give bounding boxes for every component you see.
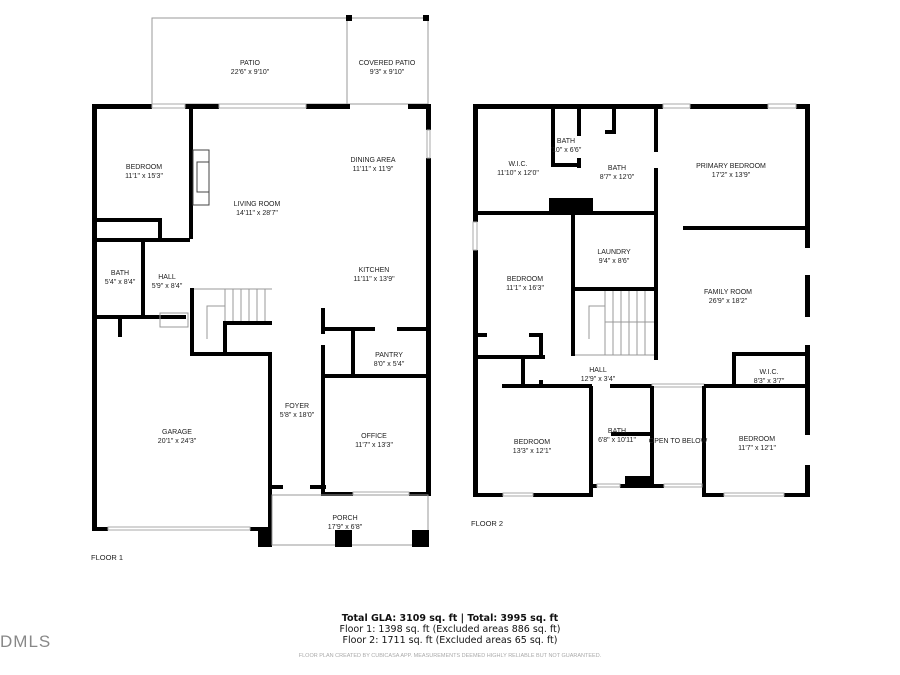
floor2-label: FLOOR 2: [471, 519, 504, 528]
room-bedroom-4: BEDROOM 11'7" x 12'1": [738, 435, 776, 453]
room-size: 11'1" x 15'3": [125, 173, 163, 180]
room-living-room: LIVING ROOM 14'11" x 28'7": [234, 200, 281, 218]
room-size: 5'4" x 8'4": [104, 279, 136, 286]
room-size: 11'11" x 13'9": [353, 276, 395, 283]
room-wic-2: W.I.C. 8'3" x 3'7": [754, 368, 785, 386]
room-open-to-below: OPEN TO BELOW: [649, 437, 707, 446]
room-size: 11'7" x 12'1": [738, 445, 776, 452]
room-foyer: FOYER 5'8" x 18'0": [280, 402, 315, 420]
room-porch: PORCH 17'9" x 6'8": [328, 514, 363, 532]
room-kitchen: KITCHEN 11'11" x 13'9": [353, 266, 394, 284]
room-size: 11'7" x 13'3": [355, 442, 393, 449]
room-name: W.I.C.: [508, 161, 528, 168]
room-hall: HALL 5'9" x 8'4": [152, 273, 183, 291]
room-family-room: FAMILY ROOM 26'9" x 18'2": [704, 288, 752, 306]
room-size: '10" x 6'6": [550, 147, 582, 154]
room-name: FOYER: [284, 403, 310, 410]
room-name: OFFICE: [361, 433, 387, 440]
room-name: FAMILY ROOM: [704, 289, 752, 296]
room-name: PRIMARY BEDROOM: [696, 163, 766, 170]
room-size: 26'9" x 18'2": [708, 298, 748, 305]
room-bedroom-3: BEDROOM 13'3" x 12'1": [513, 438, 551, 456]
room-laundry: LAUNDRY 9'4" x 8'6": [597, 248, 630, 266]
room-size: 17'2" x 13'9": [711, 172, 751, 179]
room-name: BEDROOM: [506, 276, 544, 283]
room-office: OFFICE 11'7" x 13'3": [355, 432, 393, 450]
room-name: PATIO: [240, 60, 260, 67]
room-size: 13'3" x 12'1": [512, 448, 552, 455]
room-name: LAUNDRY: [597, 249, 631, 256]
floor2-walls: [472, 103, 810, 497]
room-size: 14'11" x 28'7": [236, 210, 278, 217]
room-name: DINING AREA: [350, 157, 396, 164]
room-bath-primary: BATH 8'7" x 12'0": [600, 164, 635, 182]
room-name: BATH: [607, 428, 627, 435]
room-size: 11'10" x 12'0": [497, 170, 539, 177]
room-name: W.I.C.: [759, 369, 779, 376]
room-name: BEDROOM: [738, 436, 776, 443]
area-summary: Total GLA: 3109 sq. ft | Total: 3995 sq.…: [0, 613, 900, 646]
room-wic: W.I.C. 11'10" x 12'0": [497, 160, 539, 178]
room-size: 12'9" x 3'4": [580, 376, 616, 383]
room-name: BATH: [607, 165, 627, 172]
room-name: BATH: [556, 138, 576, 145]
room-size: 5'9" x 8'4": [151, 283, 183, 290]
room-bedroom: BEDROOM 11'1" x 15'3": [125, 163, 163, 181]
room-size: 8'0" x 5'4": [373, 361, 405, 368]
room-name: HALL: [158, 274, 176, 281]
room-size: 8'3" x 3'7": [753, 378, 785, 385]
room-size: 9'4" x 8'6": [598, 258, 630, 265]
room-name: HALL: [589, 367, 607, 374]
room-name: PANTRY: [375, 352, 403, 359]
room-name: LIVING ROOM: [233, 201, 281, 208]
room-bath-small: BATH '10" x 6'6": [551, 137, 582, 155]
room-bath-2: BATH 6'8" x 10'11": [598, 427, 636, 445]
room-size: 20'1" x 24'3": [157, 438, 197, 445]
room-size: 5'8" x 18'0": [279, 412, 315, 419]
room-pantry: PANTRY 8'0" x 5'4": [374, 351, 405, 369]
room-name: BEDROOM: [513, 439, 551, 446]
room-size: 11'11" x 11'9": [352, 166, 394, 173]
room-hall-2: HALL 12'9" x 3'4": [581, 366, 616, 384]
room-name: KITCHEN: [358, 267, 390, 274]
room-name: BEDROOM: [125, 164, 163, 171]
room-name: PORCH: [332, 515, 358, 522]
floor1-area: Floor 1: 1398 sq. ft (Excluded areas 886…: [339, 624, 561, 635]
room-covered-patio: COVERED PATIO 9'3" x 9'10": [359, 59, 416, 77]
room-name: BATH: [110, 270, 130, 277]
room-primary-bedroom: PRIMARY BEDROOM 17'2" x 13'9": [696, 162, 766, 180]
room-name: GARAGE: [162, 429, 192, 436]
room-patio: PATIO 22'6" x 9'10": [231, 59, 269, 77]
room-size: 22'6" x 9'10": [230, 69, 270, 76]
room-name: COVERED PATIO: [358, 60, 416, 67]
room-size: 6'8" x 10'11": [598, 437, 636, 444]
room-size: 11'1" x 16'3": [506, 285, 544, 292]
mls-logo: DMLS: [0, 632, 52, 651]
credit-note: FLOOR PLAN CREATED BY CUBICASA APP. MEAS…: [298, 653, 602, 659]
floor2-area: Floor 2: 1711 sq. ft (Excluded areas 65 …: [342, 635, 558, 646]
room-size: 17'9" x 6'8": [327, 524, 363, 531]
room-bath: BATH 5'4" x 8'4": [105, 269, 136, 287]
floor1-walls: [92, 103, 431, 547]
room-dining-area: DINING AREA 11'11" x 11'9": [350, 156, 395, 174]
room-garage: GARAGE 20'1" x 24'3": [158, 428, 196, 446]
room-bedroom-2: BEDROOM 11'1" x 16'3": [506, 275, 544, 293]
total-area: Total GLA: 3109 sq. ft | Total: 3995 sq.…: [341, 613, 559, 624]
room-size: 8'7" x 12'0": [599, 174, 635, 181]
floor1-label: FLOOR 1: [91, 553, 124, 562]
room-name: OPEN TO BELOW: [648, 438, 708, 445]
room-size: 9'3" x 9'10": [369, 69, 405, 76]
